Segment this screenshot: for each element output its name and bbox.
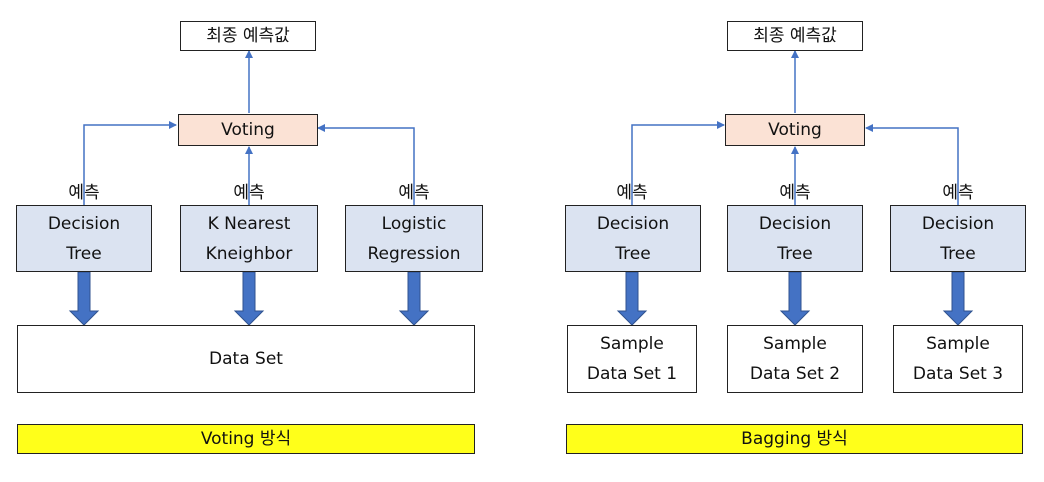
block-arrow-logistic-to-data bbox=[398, 271, 430, 326]
predict-label: 예측 bbox=[616, 183, 648, 203]
dataset-box: Data Set bbox=[17, 325, 475, 393]
predict-label: 예측 bbox=[942, 183, 974, 203]
model-label-line1: Logistic bbox=[381, 213, 447, 234]
predict-label: 예측 bbox=[233, 183, 265, 203]
model-label-line2: Tree bbox=[66, 243, 102, 264]
model-label-line1: Decision bbox=[596, 213, 670, 234]
arrow-logistic-to-voting bbox=[317, 124, 415, 205]
sample-label-line1: Sample bbox=[600, 334, 664, 354]
sample-label-line2: Data Set 3 bbox=[912, 364, 1004, 384]
final-prediction-label: 최종 예측값 bbox=[206, 26, 290, 46]
voting-box: Voting bbox=[178, 114, 318, 146]
sample-label-line2: Data Set 2 bbox=[749, 364, 841, 384]
caption-bagging: Bagging 방식 bbox=[566, 424, 1023, 454]
final-prediction-label: 최종 예측값 bbox=[753, 26, 837, 46]
predict-label: 예측 bbox=[779, 183, 811, 203]
final-prediction-box: 최종 예측값 bbox=[180, 21, 316, 51]
bagging-final-prediction-box: 최종 예측값 bbox=[727, 21, 863, 51]
predict-label: 예측 bbox=[68, 183, 100, 203]
model-label-line2: Regression bbox=[367, 243, 461, 264]
model-label-line1: Decision bbox=[758, 213, 832, 234]
sample-label-line2: Data Set 1 bbox=[586, 364, 678, 384]
voting-label: Voting bbox=[221, 120, 275, 140]
voting-label: Voting bbox=[768, 120, 822, 140]
caption-bagging-label: Bagging 방식 bbox=[741, 429, 848, 449]
block-arrow-knn-to-data bbox=[233, 271, 265, 326]
sample-label-line1: Sample bbox=[926, 334, 990, 354]
model-label-line1: Decision bbox=[921, 213, 995, 234]
model-label-line2: Tree bbox=[940, 243, 976, 264]
arrow-bag-tree3-to-voting bbox=[865, 124, 959, 205]
sample-dataset-box-3: Sample Data Set 3 bbox=[893, 325, 1023, 393]
model-label-line1: Decision bbox=[47, 213, 121, 234]
arrow-bag-tree1-to-voting bbox=[631, 121, 725, 205]
caption-voting-label: Voting 방식 bbox=[200, 429, 292, 449]
model-label-line2: Kneighbor bbox=[205, 243, 293, 264]
model-box-logistic-regression: Logistic Regression bbox=[345, 205, 483, 272]
bagging-model-box-1: Decision Tree bbox=[565, 205, 701, 272]
block-arrow-tree3-to-sample3 bbox=[942, 271, 974, 326]
predict-label: 예측 bbox=[398, 183, 430, 203]
model-label-line2: Tree bbox=[615, 243, 651, 264]
block-arrow-tree1-to-sample1 bbox=[616, 271, 648, 326]
sample-dataset-box-1: Sample Data Set 1 bbox=[567, 325, 697, 393]
sample-label-line1: Sample bbox=[763, 334, 827, 354]
bagging-voting-box: Voting bbox=[725, 114, 865, 146]
dataset-label: Data Set bbox=[209, 349, 283, 369]
model-label-line1: K Nearest bbox=[207, 213, 291, 234]
model-label-line2: Tree bbox=[777, 243, 813, 264]
model-box-k-nearest: K Nearest Kneighbor bbox=[180, 205, 318, 272]
block-arrow-tree-to-data bbox=[68, 271, 100, 326]
model-box-decision-tree: Decision Tree bbox=[16, 205, 152, 272]
block-arrow-tree2-to-sample2 bbox=[779, 271, 811, 326]
bagging-model-box-2: Decision Tree bbox=[727, 205, 863, 272]
bagging-model-box-3: Decision Tree bbox=[890, 205, 1026, 272]
caption-voting: Voting 방식 bbox=[17, 424, 475, 454]
arrow-tree-to-voting bbox=[83, 121, 177, 205]
sample-dataset-box-2: Sample Data Set 2 bbox=[727, 325, 863, 393]
